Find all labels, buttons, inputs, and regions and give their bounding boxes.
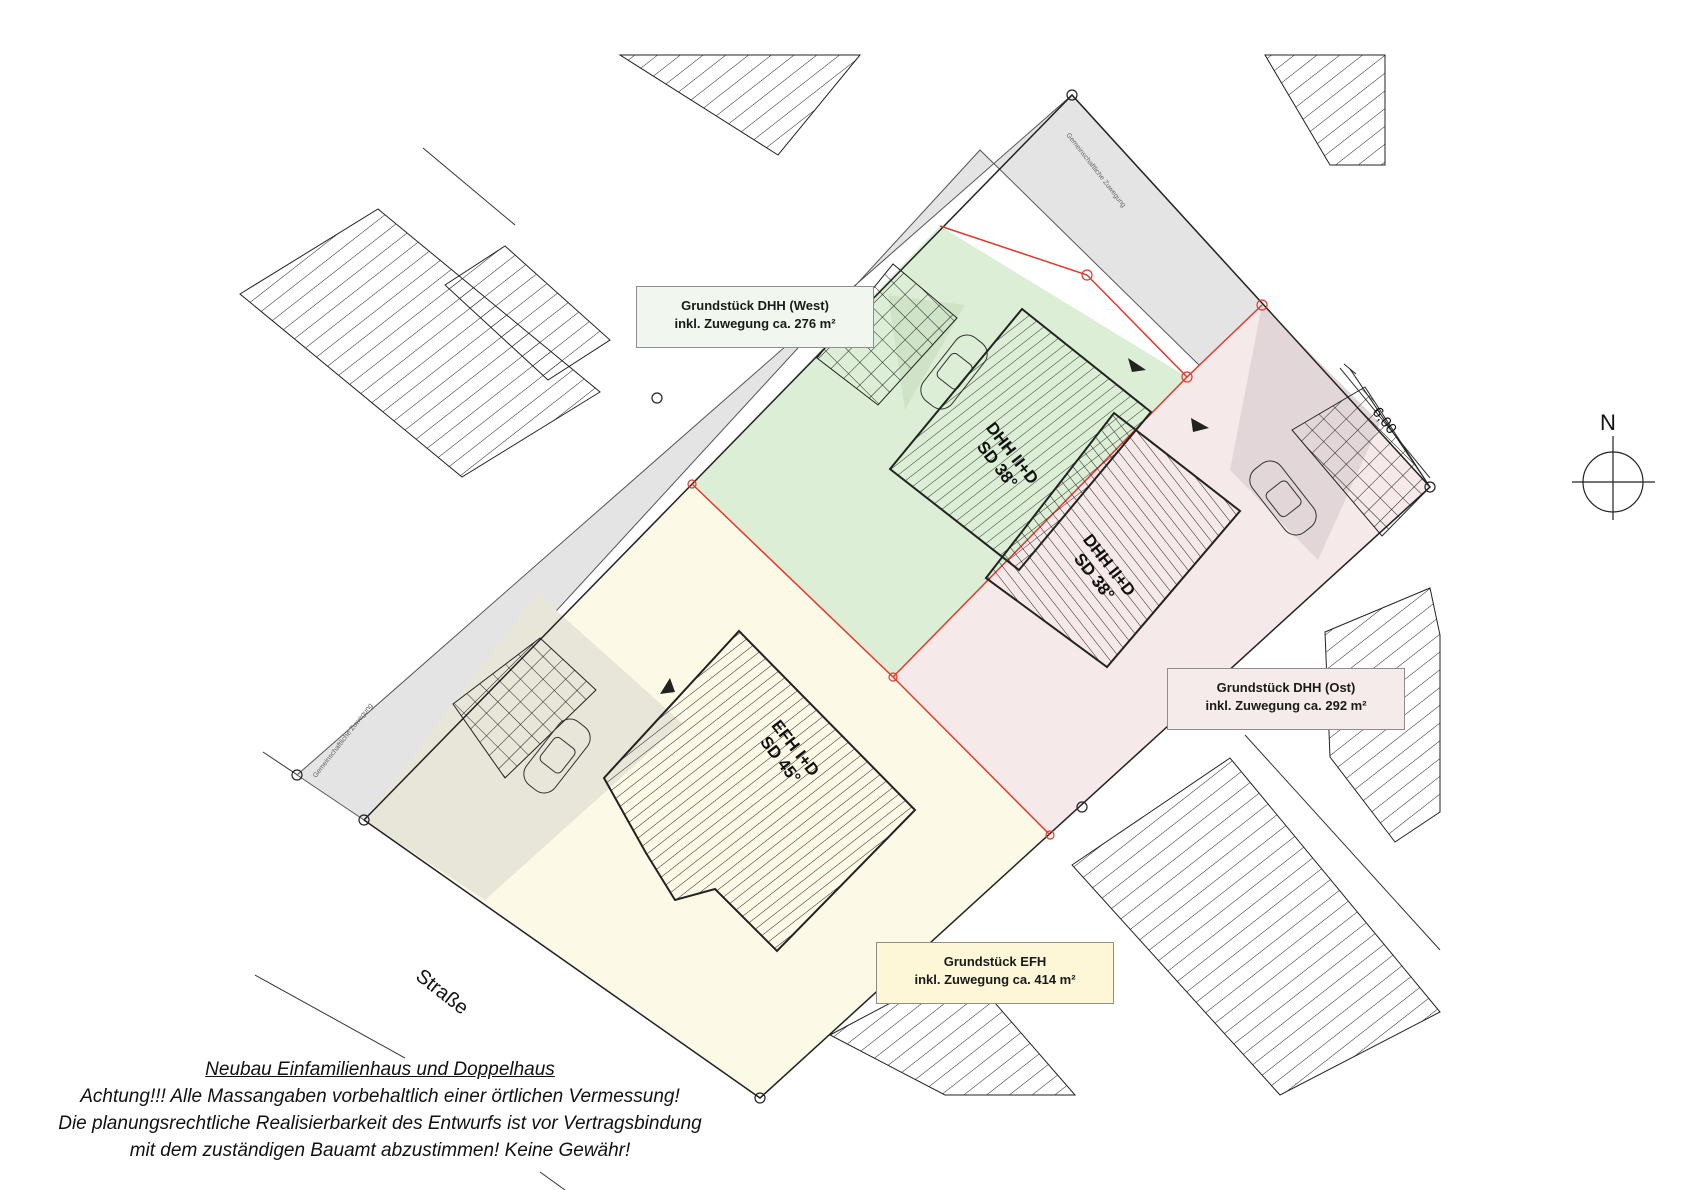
plot-label-dhh-west-line1: Grundstück DHH (West) [681,298,829,313]
plot-label-dhh-west-line2: inkl. Zuwegung ca. 276 m² [674,316,836,331]
neighbour-building-north [618,54,862,156]
compass-north-label: N [1600,410,1616,435]
plot-label-efh-line1: Grundstück EFH [943,954,1047,969]
neighbour-building-west [239,208,601,478]
dimension-line [1343,363,1431,488]
plot-label-dhh-west: Grundstück DHH (West) inkl. Zuwegung ca.… [636,286,874,348]
carport-efh [452,637,597,779]
notes-line-1: Achtung!!! Alle Massangaben vorbehaltlic… [80,1086,680,1107]
neighbour-building-se [1071,757,1441,1096]
car-efh [523,718,591,794]
compass-symbol [1572,436,1655,520]
entry-arrow-dhh-west [1128,358,1146,372]
boundary-markers [291,89,1436,1104]
entry-arrow-efh [660,678,675,694]
building-efh [602,629,917,953]
plot-label-dhh-ost-line1: Grundstück DHH (Ost) [1216,680,1356,695]
notes-title: Neubau Einfamilienhaus und Doppelhaus [205,1059,555,1080]
entry-arrow-dhh-ost [1191,418,1209,432]
car-dhh-ost [1249,460,1317,536]
notes-line-3: mit dem zuständigen Bauamt abzustimmen! … [129,1140,631,1161]
plot-label-efh-line2: inkl. Zuwegung ca. 414 m² [914,972,1076,987]
building-dhh-west [888,307,1153,572]
plot-label-efh: Grundstück EFH inkl. Zuwegung ca. 414 m² [876,942,1114,1004]
disclaimer-notes: Neubau Einfamilienhaus und Doppelhaus Ac… [0,1056,760,1164]
plot-label-dhh-ost: Grundstück DHH (Ost) inkl. Zuwegung ca. … [1167,668,1405,730]
neighbour-building-ne [1264,54,1386,166]
neighbour-building-west-2 [444,245,611,381]
notes-line-2: Die planungsrechtliche Realisierbarkeit … [58,1113,702,1134]
building-dhh-ost [984,411,1242,669]
plot-label-dhh-ost-line2: inkl. Zuwegung ca. 292 m² [1205,698,1367,713]
